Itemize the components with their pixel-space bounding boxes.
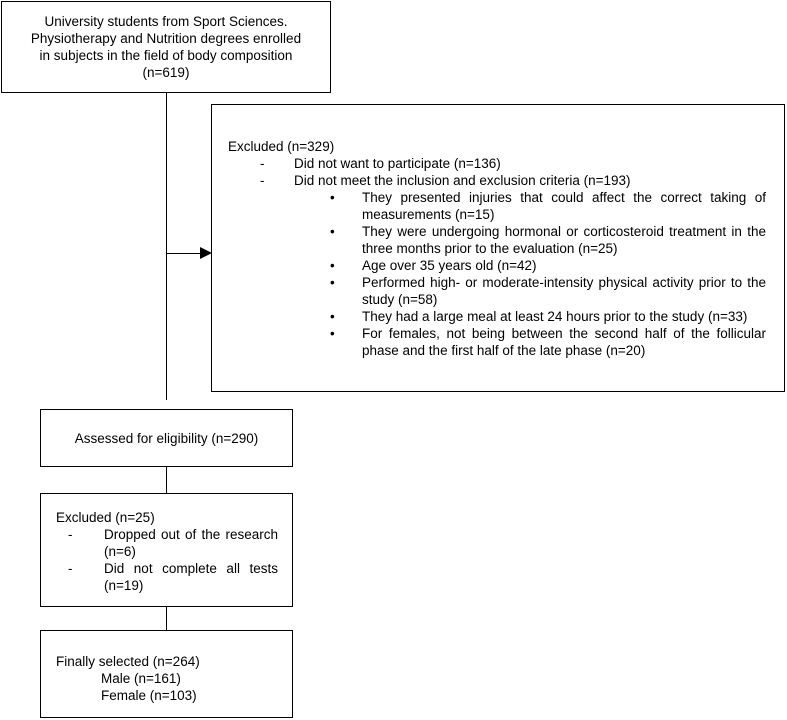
dash-marker: - [68,527,73,542]
criteria-item: • They had a large meal at least 24 hour… [330,308,766,325]
list-item: - Did not want to participate (n=136) [260,155,766,172]
excluded-main-heading: Excluded (n=329) [228,139,335,154]
dash-marker: - [68,561,73,576]
box-finally-selected: Finally selected (n=264) Male (n=161) Fe… [40,630,293,718]
criteria-item-text: They had a large meal at least 24 hours … [362,309,748,324]
enrolled-line-2: Physiotherapy and Nutrition degrees enro… [30,31,302,46]
connector-box4-box5 [166,606,167,631]
box-excluded-followup: Excluded (n=25) - Dropped out of the res… [40,493,293,607]
list-item-text: Did not meet the inclusion and exclusion… [294,173,631,188]
criteria-item: • Age over 35 years old (n=42) [330,257,766,274]
enrolled-line-1: University students from Sport Sciences. [44,14,288,29]
enrolled-line-4: (n=619) [142,65,190,80]
criteria-item-text: For females, not being between the secon… [362,326,766,358]
list-item: - Did not complete all tests (n=19) [68,560,278,594]
criteria-item-text: They presented injuries that could affec… [362,190,766,222]
excluded-followup-list: - Dropped out of the research (n=6) - Di… [56,526,278,594]
excluded-main-list: - Did not want to participate (n=136) - … [228,155,766,359]
enrolled-line-3: in subjects in the field of body composi… [39,48,293,63]
selected-female: Female (n=103) [101,688,197,703]
connector-box3-box4 [166,466,167,494]
arrowhead-icon [200,247,212,259]
list-item: - Did not meet the inclusion and exclusi… [260,172,766,359]
list-item-text: Did not complete all tests (n=19) [104,561,278,593]
list-item-text: Dropped out of the research (n=6) [104,527,278,559]
box-excluded-main: Excluded (n=329) - Did not want to parti… [211,104,785,392]
list-item-text: Did not want to participate (n=136) [294,156,501,171]
bullet-marker: • [330,309,335,324]
criteria-item: • Performed high- or moderate-intensity … [330,274,766,308]
connector-vertical-main [166,92,167,400]
criteria-item-text: Age over 35 years old (n=42) [362,258,537,273]
bullet-marker: • [330,258,335,273]
connector-branch-excluded [166,253,202,254]
box-enrolled: University students from Sport Sciences.… [1,1,331,93]
dash-marker: - [260,156,265,171]
criteria-item-text: They were undergoing hormonal or cortico… [362,224,766,256]
box-assessed: Assessed for eligibility (n=290) [40,409,293,467]
selected-male: Male (n=161) [101,671,181,686]
criteria-item-text: Performed high- or moderate-intensity ph… [362,275,766,307]
bullet-marker: • [330,190,335,205]
assessed-text: Assessed for eligibility (n=290) [74,431,259,446]
selected-heading: Finally selected (n=264) [56,654,200,669]
excluded-followup-heading: Excluded (n=25) [56,510,155,525]
bullet-marker: • [330,275,335,290]
dash-marker: - [260,173,265,188]
bullet-marker: • [330,326,335,341]
criteria-item: • For females, not being between the sec… [330,325,766,359]
criteria-item: • They presented injuries that could aff… [330,189,766,223]
criteria-list: • They presented injuries that could aff… [330,189,766,359]
bullet-marker: • [330,224,335,239]
list-item: - Dropped out of the research (n=6) [68,526,278,560]
criteria-item: • They were undergoing hormonal or corti… [330,223,766,257]
